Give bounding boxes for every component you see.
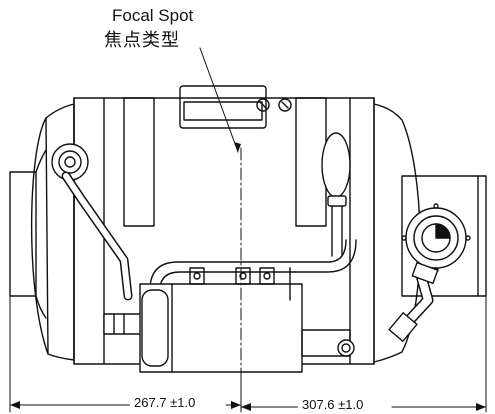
focal-spot-label: Focal Spot	[112, 6, 194, 25]
heat-exchanger	[139, 267, 355, 373]
focal-spot-label-zh: 焦点类型	[104, 30, 180, 50]
dimension-left-label: 267.7 ±1.0	[130, 396, 200, 409]
dimension-lines	[9, 295, 487, 413]
dimension-right-label: 307.6 ±1.0	[298, 398, 368, 411]
elbow-fitting	[388, 261, 439, 342]
top-brackets	[123, 85, 327, 227]
x-ray-window	[401, 203, 471, 273]
cooling-pipe	[149, 239, 357, 291]
focal-spot-indicator	[199, 47, 242, 397]
left-end-cap	[9, 103, 75, 361]
left-hv-connector	[51, 143, 145, 335]
expansion-bellows	[321, 132, 351, 257]
